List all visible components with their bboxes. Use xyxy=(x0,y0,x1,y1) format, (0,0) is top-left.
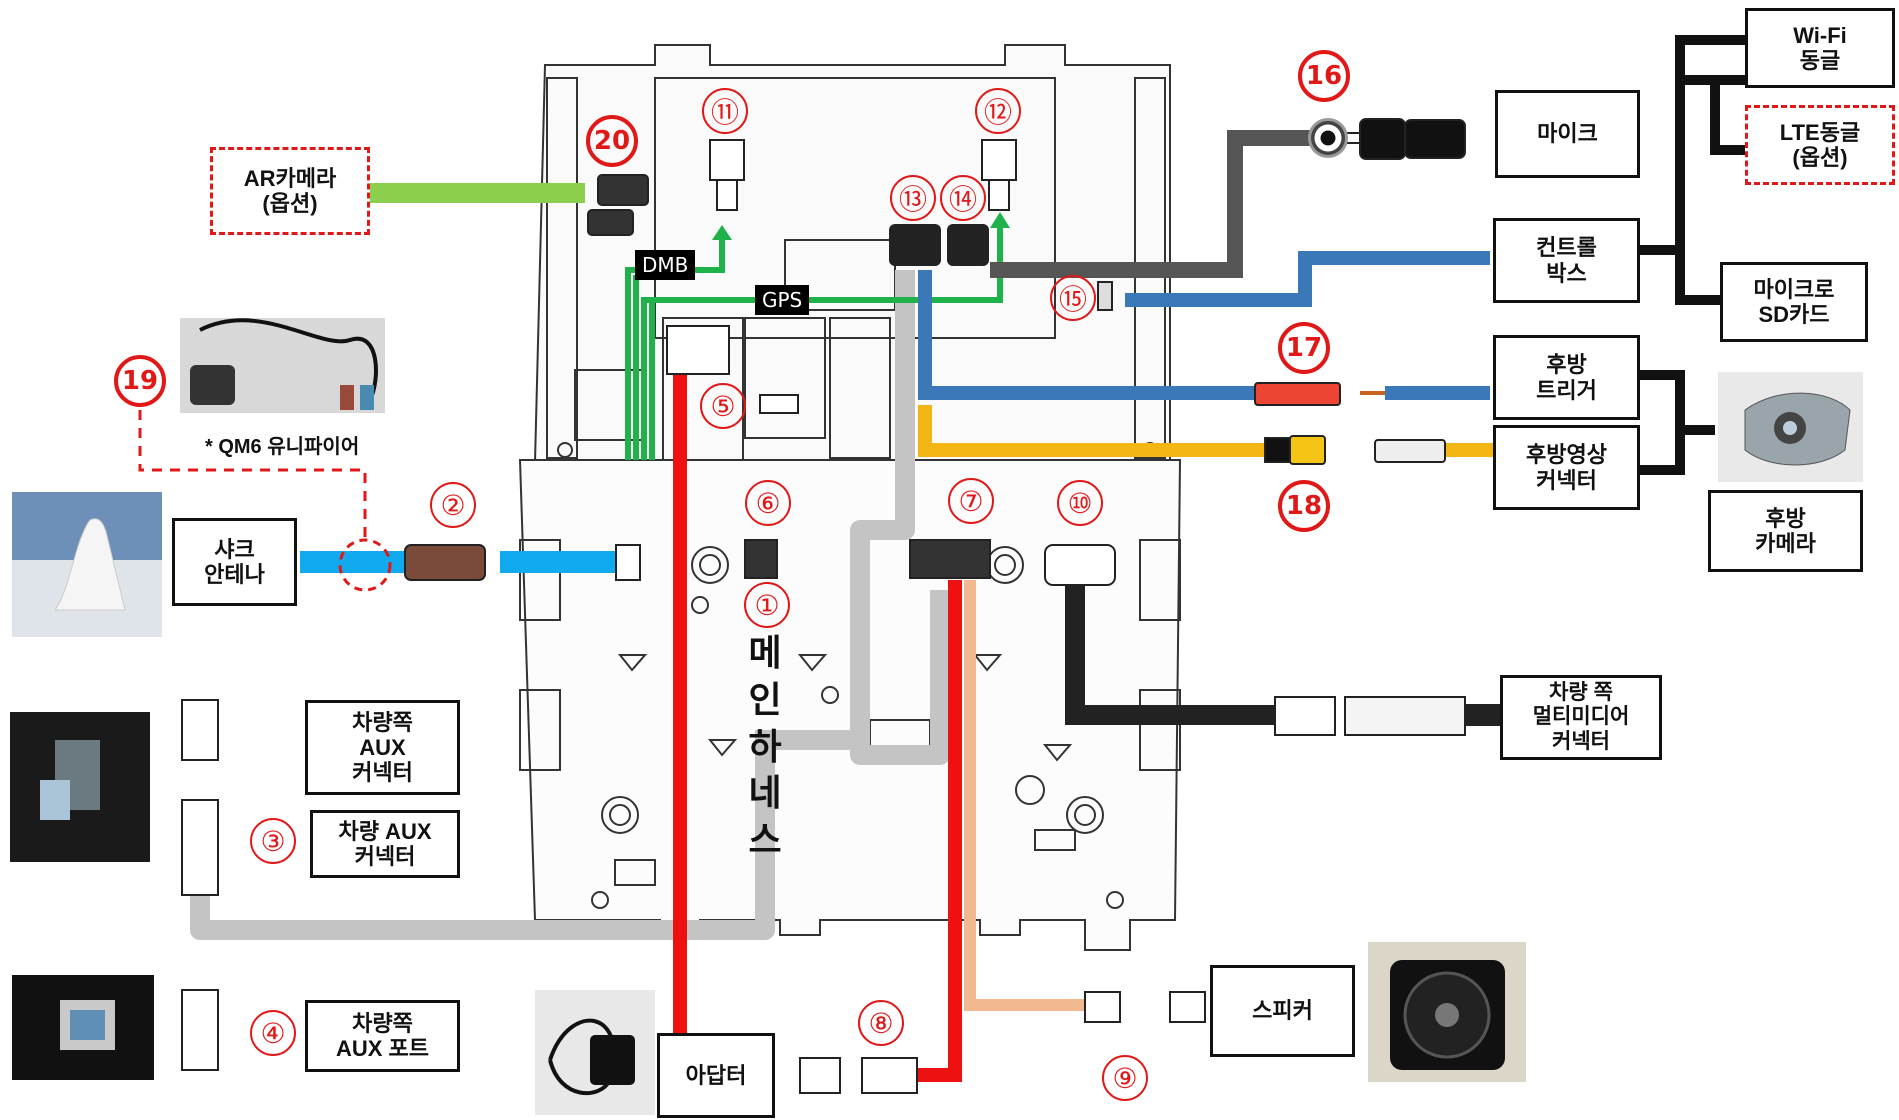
marker-9: ⑨ xyxy=(1102,1055,1148,1101)
speaker-photo xyxy=(1368,942,1526,1082)
marker-17: 17 xyxy=(1278,322,1330,374)
marker-5: ⑤ xyxy=(700,383,746,429)
marker-1: ① xyxy=(744,582,790,628)
mic-label: 마이크 xyxy=(1495,90,1640,178)
marker-15: ⑮ xyxy=(1050,275,1096,321)
marker-13: ⑬ xyxy=(890,175,936,221)
marker-16: 16 xyxy=(1298,50,1350,102)
marker-12: ⑫ xyxy=(975,88,1021,134)
aux-port-label: 차량쪽 AUX 포트 xyxy=(305,1000,460,1072)
aux-connector-vehicle-side-label: 차량쪽 AUX 커넥터 xyxy=(305,700,460,795)
rear-trigger-label: 후방 트리거 xyxy=(1493,335,1640,420)
rear-camera-photo xyxy=(1718,372,1863,482)
adapter-label: 아답터 xyxy=(657,1033,775,1118)
lte-dongle-label: LTE동글 (옵션) xyxy=(1745,105,1895,185)
marker-10: ⑩ xyxy=(1057,480,1103,526)
aux-connector-label: 차량 AUX 커넥터 xyxy=(310,810,460,878)
marker-4: ④ xyxy=(250,1010,296,1056)
marker-7: ⑦ xyxy=(948,478,994,524)
marker-6: ⑥ xyxy=(745,480,791,526)
aux-port-photo xyxy=(12,975,154,1080)
gps-antenna-photo xyxy=(180,318,385,413)
adapter-photo xyxy=(535,990,655,1115)
speaker-wire xyxy=(964,580,1085,1011)
dmb-tag: DMB xyxy=(635,250,696,280)
marker-14: ⑭ xyxy=(940,175,986,221)
main-harness-label: 메 인 하 네 스 xyxy=(748,632,782,861)
control-box-label: 컨트롤 박스 xyxy=(1493,218,1640,303)
shark-antenna-label: 샤크 안테나 xyxy=(172,518,297,606)
shark-antenna-photo xyxy=(12,492,162,637)
speaker-label: 스피커 xyxy=(1210,965,1355,1057)
main-harness-wire xyxy=(190,270,950,940)
control-box-wire xyxy=(918,270,1255,400)
mic-wire xyxy=(990,130,1310,278)
marker-18: 18 xyxy=(1278,480,1330,532)
video-wire xyxy=(918,405,1265,457)
wifi-dongle-label: Wi-Fi 동글 xyxy=(1745,8,1895,88)
marker-8: ⑧ xyxy=(858,1000,904,1046)
rear-camera-label: 후방 카메라 xyxy=(1708,490,1863,572)
qm6-note: * QM6 유니파이어 xyxy=(205,436,360,458)
marker-11: ⑪ xyxy=(702,88,748,134)
mic-jack-icon xyxy=(1308,118,1348,158)
micro-sd-label: 마이크로 SD카드 xyxy=(1720,262,1868,342)
marker-3: ③ xyxy=(250,818,296,864)
ar-camera-label: AR카메라 (옵션) xyxy=(210,147,370,235)
gps-tag: GPS xyxy=(755,285,810,315)
multimedia-connector-label: 차량 쪽 멀티미디어 커넥터 xyxy=(1500,675,1662,760)
rear-video-connector-label: 후방영상 커넥터 xyxy=(1493,425,1640,510)
marker-20: 20 xyxy=(586,115,638,167)
aux-connector-photo xyxy=(10,712,150,862)
multimedia-wire xyxy=(1065,585,1275,725)
marker-2: ② xyxy=(430,482,476,528)
marker-19: 19 xyxy=(114,355,166,407)
